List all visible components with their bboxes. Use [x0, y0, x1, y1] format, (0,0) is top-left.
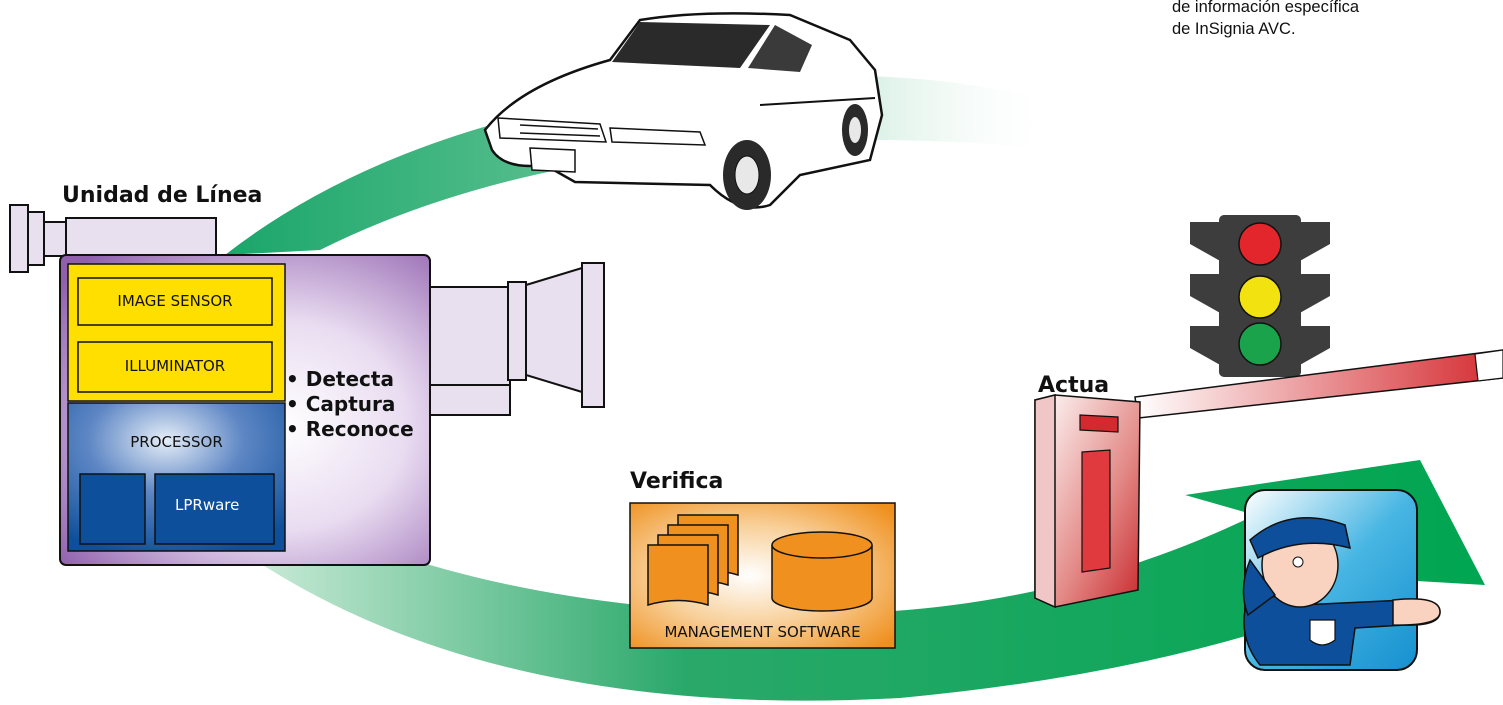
traffic-light — [1190, 215, 1330, 377]
verify-title: Verifica — [630, 469, 724, 494]
traffic-light-yellow — [1238, 275, 1282, 319]
traffic-light-red — [1238, 222, 1282, 266]
actuate-title: Actua — [1038, 373, 1110, 398]
camera-front-lens — [427, 262, 605, 416]
processor-sub-box — [79, 473, 146, 545]
barrier-arm — [1134, 349, 1503, 419]
action-capture: • Captura — [286, 392, 396, 416]
illuminator-label: ILLUMINATOR — [124, 357, 226, 375]
illuminator-box — [77, 341, 273, 393]
barrier-kiosk — [1034, 394, 1141, 609]
processor-label: PROCESSOR — [130, 433, 223, 451]
action-recognize: • Reconoce — [286, 417, 414, 441]
image-sensor-box — [77, 277, 273, 326]
info-text: de información específica de InSignia AV… — [1172, 0, 1359, 40]
image-sensor-label: IMAGE SENSOR — [117, 292, 233, 310]
lprware-box — [154, 473, 275, 545]
lower-flow-arrow — [255, 460, 1485, 701]
line-unit-title: Unidad de Línea — [62, 183, 263, 208]
car-illustration — [483, 12, 884, 210]
management-software-label: MANAGEMENT SOFTWARE — [664, 623, 861, 641]
info-line: de InSignia AVC. — [1172, 20, 1296, 38]
management-software-panel — [629, 502, 896, 649]
police-officer-tile — [1242, 489, 1441, 671]
info-line: de información específica — [1172, 0, 1360, 16]
traffic-light-green — [1238, 322, 1282, 366]
action-detect: • Detecta — [286, 367, 394, 391]
lprware-label: LPRware — [175, 496, 240, 514]
unit-actions-list: • Detecta • Captura • Reconoce — [286, 367, 414, 442]
